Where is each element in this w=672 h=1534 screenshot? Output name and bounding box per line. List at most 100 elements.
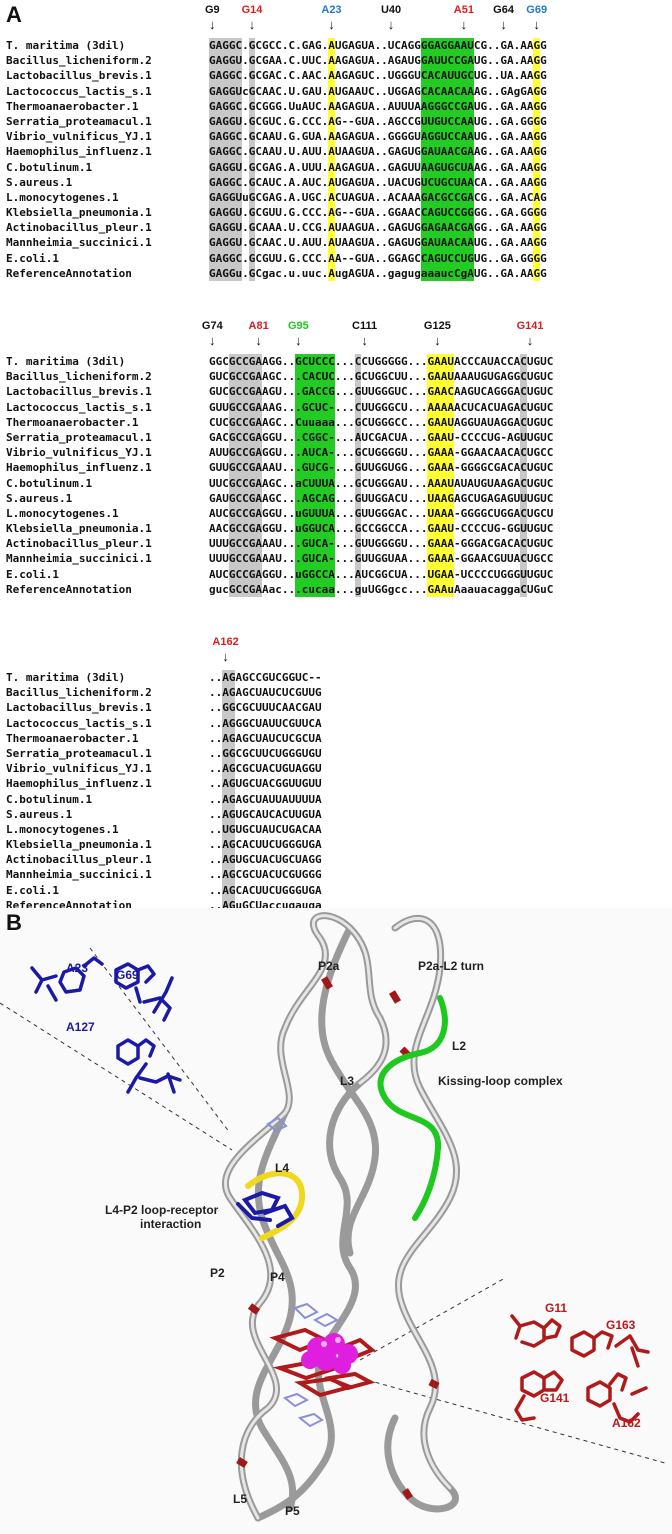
sequence: ..AGAGCUAUCUCGUUG: [209, 686, 322, 700]
conservation-highlight: [295, 475, 335, 491]
alignment-row: Serratia_proteamacul.1..GGCGCUUCUGGGUGU: [6, 745, 666, 762]
label-l3: L3: [340, 1074, 355, 1088]
g163-nucleotide: [570, 1330, 650, 1368]
down-arrow-icon: ↓: [222, 649, 229, 664]
conservation-highlight: [427, 505, 454, 522]
backbone-mark: [236, 1457, 248, 1468]
conservation-highlight: [209, 83, 243, 99]
base-stick: [297, 1412, 324, 1428]
species-name: Bacillus_licheniform.2: [6, 54, 152, 68]
conservation-highlight: [520, 521, 527, 537]
species-name: Thermoanaerobacter.1: [6, 99, 139, 113]
conservation-highlight: [209, 189, 243, 206]
sequence: GAGGU.GCAAA.U.CCG.AUAAGUA..GAGUGGAGAACGA…: [209, 221, 547, 235]
species-name: Mannheimia_succinici.1: [6, 552, 152, 566]
conservation-highlight: [354, 460, 362, 476]
species-name: S.aureus.1: [6, 175, 73, 189]
conservation-highlight: [420, 98, 474, 114]
conservation-highlight: [520, 399, 527, 415]
conservation-highlight: [248, 129, 256, 145]
species-name: Klebsiella_pneumonia.1: [6, 206, 152, 220]
position-marker: C111↓: [352, 320, 377, 347]
conservation-highlight: [328, 129, 335, 145]
panel-b-structure: B: [0, 908, 672, 1534]
sequence: GAGGC.GCGCC.C.GAG.AUGAGUA..UCAGGGGAGGAAU…: [209, 39, 547, 52]
conservation-highlight: [222, 761, 236, 777]
ligand-atom: [315, 1349, 337, 1371]
conservation-highlight: [420, 220, 474, 236]
conservation-highlight: [354, 475, 362, 491]
species-name: T. maritima (3dil): [6, 671, 126, 684]
conservation-highlight: [427, 460, 454, 476]
label-g141: G141: [540, 1391, 570, 1405]
base-stick: [282, 1392, 310, 1408]
species-name: Actinobacillus_pleur.1: [6, 537, 152, 551]
sequence: ..AGAGCUAUUAUUUUA: [209, 792, 322, 806]
alignment-row: Haemophilus_influenz.1..AGUGCUACGGUUGUU: [6, 776, 666, 792]
conservation-highlight: [420, 38, 474, 54]
position-marker-label: G64: [493, 4, 514, 16]
conservation-highlight: [228, 490, 256, 506]
conservation-highlight: [295, 490, 335, 506]
backbone-mark: [402, 1488, 413, 1500]
conservation-highlight: [533, 235, 540, 251]
conservation-highlight: [295, 414, 335, 430]
conservation-highlight: [222, 715, 236, 731]
conservation-highlight: [328, 174, 335, 190]
position-marker-label: G141: [516, 320, 544, 332]
conservation-highlight: [248, 265, 256, 281]
conservation-highlight: [295, 384, 335, 400]
conservation-highlight: [328, 83, 335, 99]
position-marker: A51↓: [454, 4, 474, 31]
conservation-highlight: [228, 414, 256, 430]
conservation-highlight: [328, 265, 335, 281]
conservation-highlight: [427, 581, 454, 597]
conservation-highlight: [533, 189, 540, 206]
species-name: ReferenceAnnotation: [6, 582, 132, 596]
position-marker-label: A23: [321, 4, 342, 16]
conservation-highlight: [228, 429, 256, 446]
conservation-highlight: [209, 129, 243, 145]
species-name: Thermoanaerobacter.1: [6, 415, 139, 429]
conservation-highlight: [255, 369, 262, 385]
conservation-highlight: [328, 53, 335, 69]
conservation-highlight: [328, 205, 335, 221]
species-name: L.monocytogenes.1: [6, 506, 119, 520]
conservation-highlight: [354, 581, 362, 597]
conservation-highlight: [354, 384, 362, 400]
conservation-highlight: [209, 68, 243, 84]
conservation-highlight: [209, 205, 243, 221]
sequence: ..AGGGCUAUUCGUUCA: [209, 716, 322, 730]
conservation-highlight: [520, 414, 527, 430]
conservation-highlight: [222, 670, 236, 686]
conservation-highlight: [228, 460, 256, 476]
sequence: AUCGCCGAGGU..uGGCCA...AUCGGCUA...UGAA-UC…: [209, 567, 554, 581]
conservation-highlight: [520, 384, 527, 400]
species-name: L.monocytogenes.1: [6, 822, 119, 836]
conservation-highlight: [328, 113, 335, 130]
conservation-highlight: [248, 235, 256, 251]
conservation-highlight: [248, 250, 256, 266]
conservation-highlight: [520, 445, 527, 461]
conservation-highlight: [533, 144, 540, 160]
sequence: ..AGUGCAUCACUUGUA: [209, 807, 322, 821]
down-arrow-icon: ↓: [500, 17, 507, 32]
conservation-highlight: [354, 505, 362, 522]
conservation-highlight: [209, 159, 243, 175]
sequence: ..AGCGCUACUCGUGGG: [209, 868, 322, 882]
conservation-highlight: [354, 566, 362, 582]
species-name: ReferenceAnnotation: [6, 266, 132, 280]
base-stick: [293, 1302, 319, 1320]
ligand-atom: [333, 1356, 351, 1374]
rna-structure-ribbon: [0, 912, 666, 1522]
conservation-highlight: [420, 53, 474, 69]
base-stick: [266, 1116, 288, 1133]
conservation-highlight: [420, 129, 474, 145]
species-name: Bacillus_licheniform.2: [6, 686, 152, 700]
conservation-highlight: [248, 38, 256, 54]
